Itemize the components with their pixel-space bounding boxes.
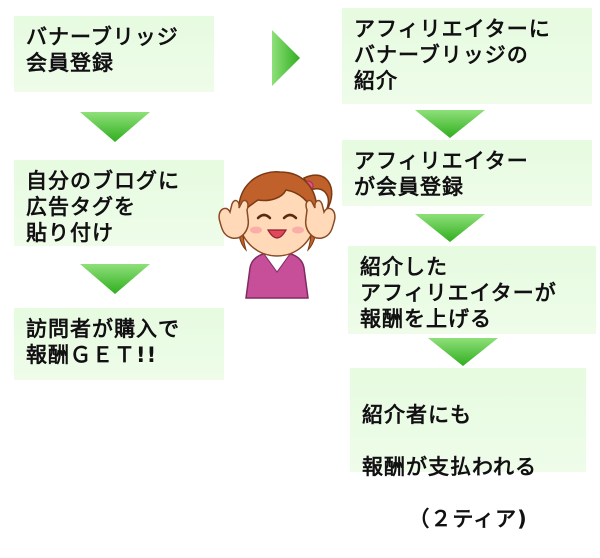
two-tier-line-3: （２ティア) bbox=[408, 507, 528, 531]
girl-mascot-icon bbox=[218, 171, 336, 299]
arrow-right-icon bbox=[272, 30, 300, 86]
step-reward-box: 訪問者が購入で 報酬ＧＥＴ!! bbox=[14, 308, 224, 380]
arrow-down-icon bbox=[415, 110, 485, 138]
two-tier-line-2: 報酬が支払われる bbox=[362, 455, 537, 479]
step-referral-reward-box: 紹介した アフィリエイターが 報酬を上げる bbox=[348, 246, 596, 334]
arrow-down-icon bbox=[415, 214, 485, 242]
step-two-tier-box: 紹介者にも 報酬が支払われる （２ティア) bbox=[350, 368, 586, 531]
step-blog-tag-box: 自分のブログに 広告タグを 貼り付け bbox=[14, 160, 224, 246]
step-introduce-box: アフィリエイターに バナーブリッジの 紹介 bbox=[342, 8, 592, 104]
arrow-down-icon bbox=[80, 112, 150, 142]
step-signup-box: バナーブリッジ 会員登録 bbox=[14, 16, 214, 92]
step-affiliate-signup-box: アフィリエイター が会員登録 bbox=[342, 140, 592, 206]
arrow-down-icon bbox=[428, 338, 498, 366]
arrow-down-icon bbox=[80, 264, 150, 294]
two-tier-line-1: 紹介者にも bbox=[362, 403, 472, 427]
